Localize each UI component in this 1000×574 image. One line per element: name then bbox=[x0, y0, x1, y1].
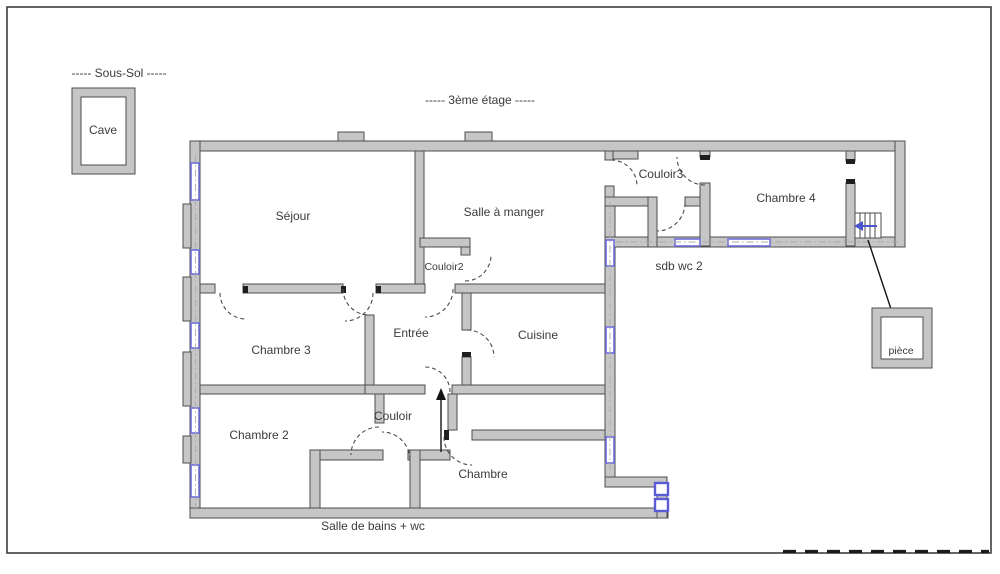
room-label-salle-de-bains-wc: Salle de bains + wc bbox=[321, 519, 425, 533]
room-label-couloir: Couloir bbox=[374, 409, 412, 423]
room-label-sejour: Séjour bbox=[276, 209, 311, 223]
room-label-salle-a-manger: Salle à manger bbox=[464, 205, 545, 219]
door-swings bbox=[219, 156, 706, 466]
room-label-chambre-3: Chambre 3 bbox=[251, 343, 311, 357]
room-label-chambre-2: Chambre 2 bbox=[229, 428, 289, 442]
room-label-piece: pièce bbox=[888, 345, 913, 357]
cave-box: Cave bbox=[71, 87, 136, 175]
piece-box: pièce bbox=[871, 307, 933, 369]
room-labels: Séjour Salle à manger Couloir2 Couloir3 … bbox=[229, 167, 816, 533]
room-label-couloir3: Couloir3 bbox=[639, 167, 684, 181]
room-label-cave: Cave bbox=[89, 123, 117, 137]
guide-lines bbox=[195, 155, 898, 512]
page-border bbox=[6, 6, 992, 554]
stairs-icon bbox=[854, 212, 882, 239]
room-label-sdb-wc-2: sdb wc 2 bbox=[655, 259, 703, 273]
room-label-chambre-4: Chambre 4 bbox=[756, 191, 816, 205]
walls bbox=[182, 131, 906, 519]
room-label-couloir2: Couloir2 bbox=[424, 261, 463, 273]
entrance-arrow bbox=[436, 388, 446, 452]
basement-section-label: ----- Sous-Sol ----- bbox=[71, 66, 166, 80]
room-label-chambre: Chambre bbox=[458, 467, 508, 481]
room-label-entree: Entrée bbox=[393, 326, 429, 340]
room-label-cuisine: Cuisine bbox=[518, 328, 558, 342]
floor-section-label: ----- 3ème étage ----- bbox=[425, 93, 535, 107]
